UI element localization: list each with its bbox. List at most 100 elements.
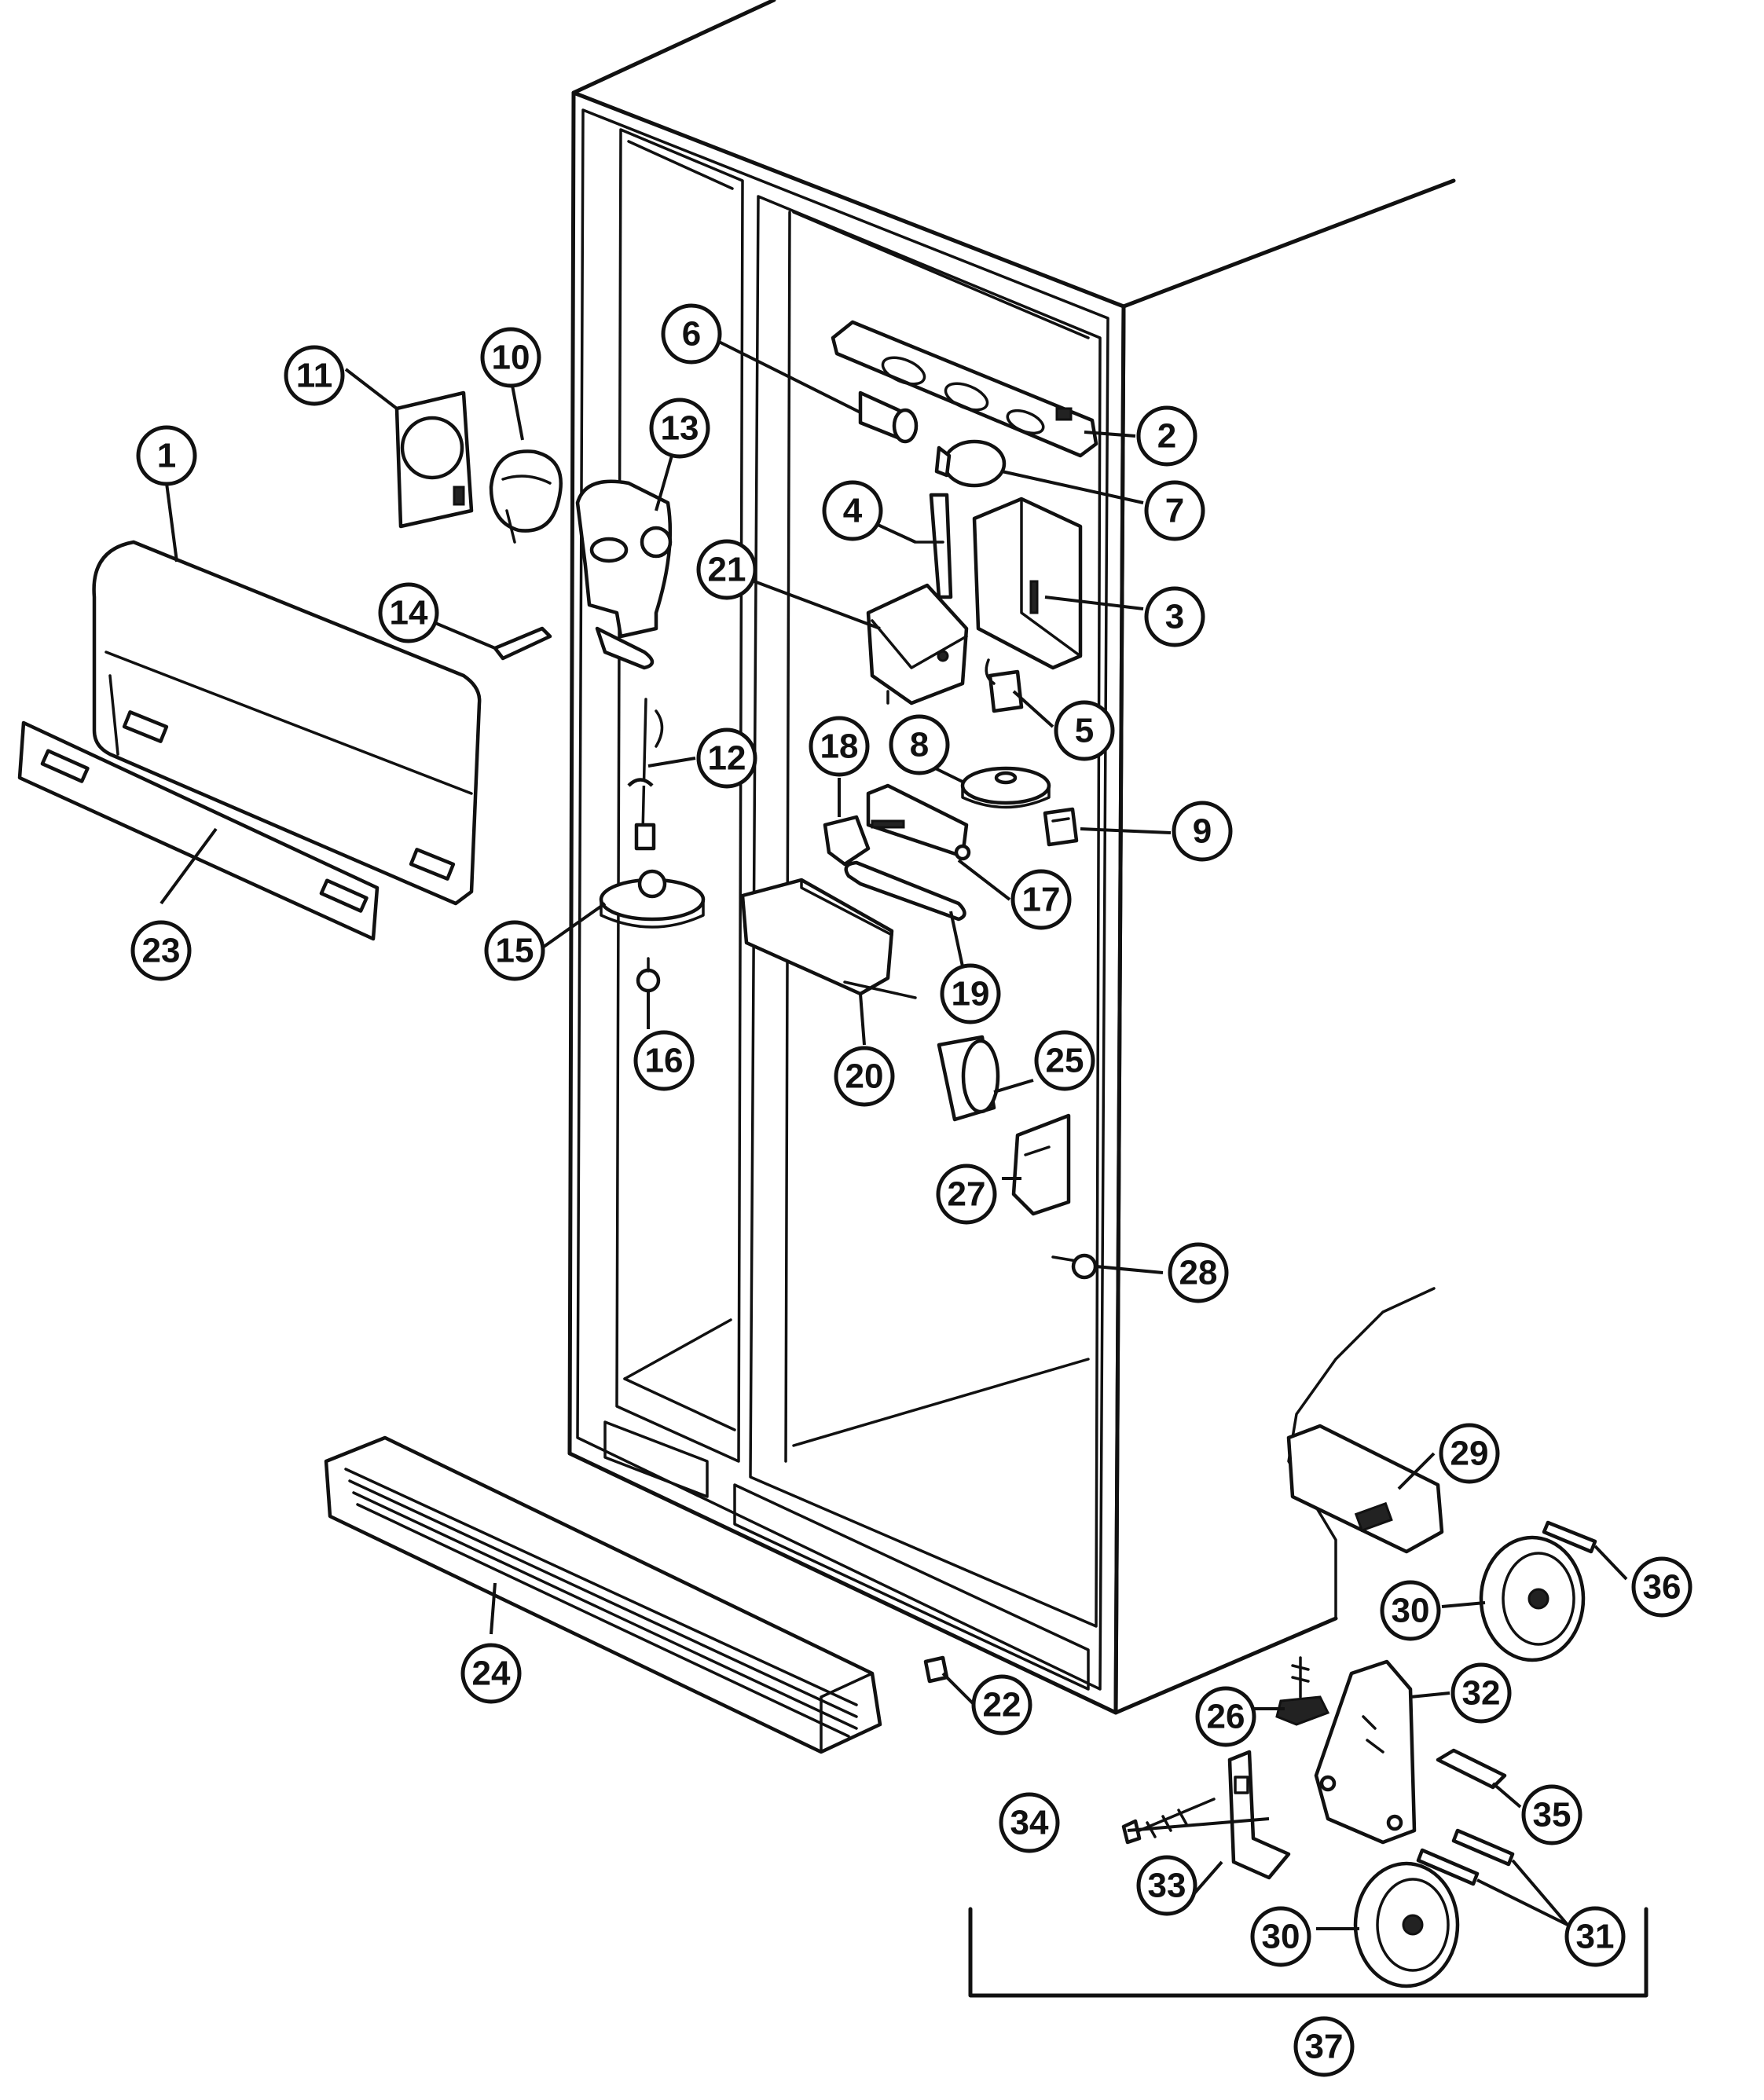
svg-text:35: 35 — [1533, 1796, 1571, 1834]
part-2-light-bracket — [831, 320, 1098, 458]
callout-21: 21 — [696, 539, 757, 600]
callout-6: 6 — [661, 303, 722, 365]
callout-32: 32 — [1450, 1662, 1512, 1724]
part-33-bracket — [1227, 1750, 1291, 1880]
part-35-plate — [1436, 1748, 1507, 1790]
part-29-rear-frame — [1286, 1287, 1444, 1620]
callout-2: 2 — [1136, 405, 1197, 467]
svg-text:21: 21 — [708, 551, 746, 589]
svg-text:34: 34 — [1010, 1804, 1049, 1842]
callout-37: 37 — [1293, 2016, 1355, 2077]
svg-text:3: 3 — [1165, 598, 1184, 636]
part-4-clip — [914, 493, 953, 599]
part-26-leveling-screw — [1275, 1656, 1330, 1726]
callout-30-lower: 30 — [1250, 1906, 1311, 1967]
callout-11: 11 — [284, 345, 345, 406]
svg-text:28: 28 — [1179, 1254, 1218, 1292]
svg-text:1: 1 — [157, 437, 176, 475]
part-32-roller-bracket — [1314, 1659, 1417, 1845]
svg-text:11: 11 — [296, 357, 333, 395]
part-15-wheel — [599, 869, 706, 929]
svg-text:27: 27 — [948, 1175, 986, 1214]
callout-12: 12 — [696, 727, 757, 789]
svg-text:17: 17 — [1022, 881, 1061, 919]
part-31-pins — [1416, 1828, 1515, 1886]
callout-35: 35 — [1521, 1784, 1582, 1845]
callout-19: 19 — [940, 963, 1001, 1024]
callout-34: 34 — [999, 1792, 1060, 1853]
svg-text:20: 20 — [845, 1057, 884, 1096]
callout-18: 18 — [809, 716, 870, 777]
leader-lines — [160, 340, 1628, 1930]
svg-text:30: 30 — [1392, 1592, 1430, 1630]
callout-17: 17 — [1010, 869, 1072, 930]
svg-text:29: 29 — [1450, 1435, 1489, 1473]
callout-22: 22 — [971, 1674, 1032, 1735]
svg-text:32: 32 — [1462, 1674, 1501, 1713]
part-10-cup — [489, 449, 563, 544]
svg-text:23: 23 — [142, 932, 181, 970]
callout-20: 20 — [834, 1046, 895, 1107]
part-11-housing — [394, 390, 474, 529]
callout-24: 24 — [460, 1643, 522, 1704]
part-24-grille — [324, 1435, 882, 1754]
svg-text:37: 37 — [1305, 2028, 1344, 2066]
svg-text:22: 22 — [983, 1686, 1021, 1724]
part-9-switch — [1043, 807, 1079, 847]
callout-31: 31 — [1564, 1906, 1626, 1967]
part-25-grommet — [937, 1035, 1000, 1122]
svg-text:24: 24 — [472, 1655, 511, 1693]
svg-text:15: 15 — [496, 932, 534, 970]
svg-text:9: 9 — [1193, 812, 1212, 851]
callout-36: 36 — [1631, 1556, 1692, 1618]
callout-14: 14 — [378, 582, 439, 643]
part-21-timer — [866, 583, 969, 705]
callout-28: 28 — [1168, 1242, 1229, 1303]
part-14-pin — [493, 626, 552, 661]
svg-text:13: 13 — [661, 409, 699, 448]
part-34-bolt — [1121, 1798, 1216, 1845]
callout-25: 25 — [1034, 1030, 1095, 1091]
part-12-actuator-rod — [627, 698, 664, 851]
callout-1: 1 — [136, 425, 197, 486]
part-36-axle — [1542, 1520, 1597, 1554]
callout-16: 16 — [633, 1030, 695, 1091]
part-28-screw — [1051, 1253, 1098, 1280]
part-16-screw — [636, 957, 661, 993]
callout-5: 5 — [1054, 700, 1115, 761]
callout-9: 9 — [1172, 801, 1233, 862]
callout-30-upper: 30 — [1380, 1580, 1441, 1641]
part-6-lamp-socket — [858, 390, 919, 444]
svg-text:7: 7 — [1165, 492, 1184, 530]
callout-27: 27 — [936, 1164, 997, 1225]
svg-text:5: 5 — [1075, 712, 1094, 750]
part-30-roller-upper — [1479, 1535, 1586, 1662]
callout-29: 29 — [1439, 1423, 1500, 1484]
part-22-clip — [923, 1655, 949, 1684]
svg-text:33: 33 — [1148, 1867, 1186, 1905]
svg-text:36: 36 — [1643, 1568, 1681, 1607]
part-27-bracket — [1011, 1113, 1071, 1216]
svg-text:8: 8 — [910, 726, 929, 764]
part-19-slide — [844, 860, 966, 922]
svg-text:12: 12 — [708, 739, 746, 778]
callout-26: 26 — [1195, 1686, 1256, 1747]
part-30-roller-lower — [1353, 1861, 1460, 1988]
part-7-bulb — [934, 439, 1007, 488]
part-18-cam — [823, 815, 871, 867]
callout-8: 8 — [889, 714, 950, 775]
part-20-cover — [740, 878, 917, 999]
svg-text:16: 16 — [645, 1042, 684, 1080]
part-13-dispenser-body — [575, 479, 673, 670]
svg-text:26: 26 — [1207, 1698, 1245, 1736]
callout-23: 23 — [130, 920, 192, 981]
part-1-door-panel — [92, 540, 482, 906]
callout-10: 10 — [480, 327, 541, 388]
callout-3: 3 — [1144, 586, 1205, 647]
svg-text:4: 4 — [843, 492, 863, 530]
svg-text:10: 10 — [492, 339, 530, 377]
callout-4: 4 — [822, 480, 883, 541]
svg-text:14: 14 — [390, 594, 428, 632]
refrigerator-cabinet — [567, 0, 1456, 1715]
